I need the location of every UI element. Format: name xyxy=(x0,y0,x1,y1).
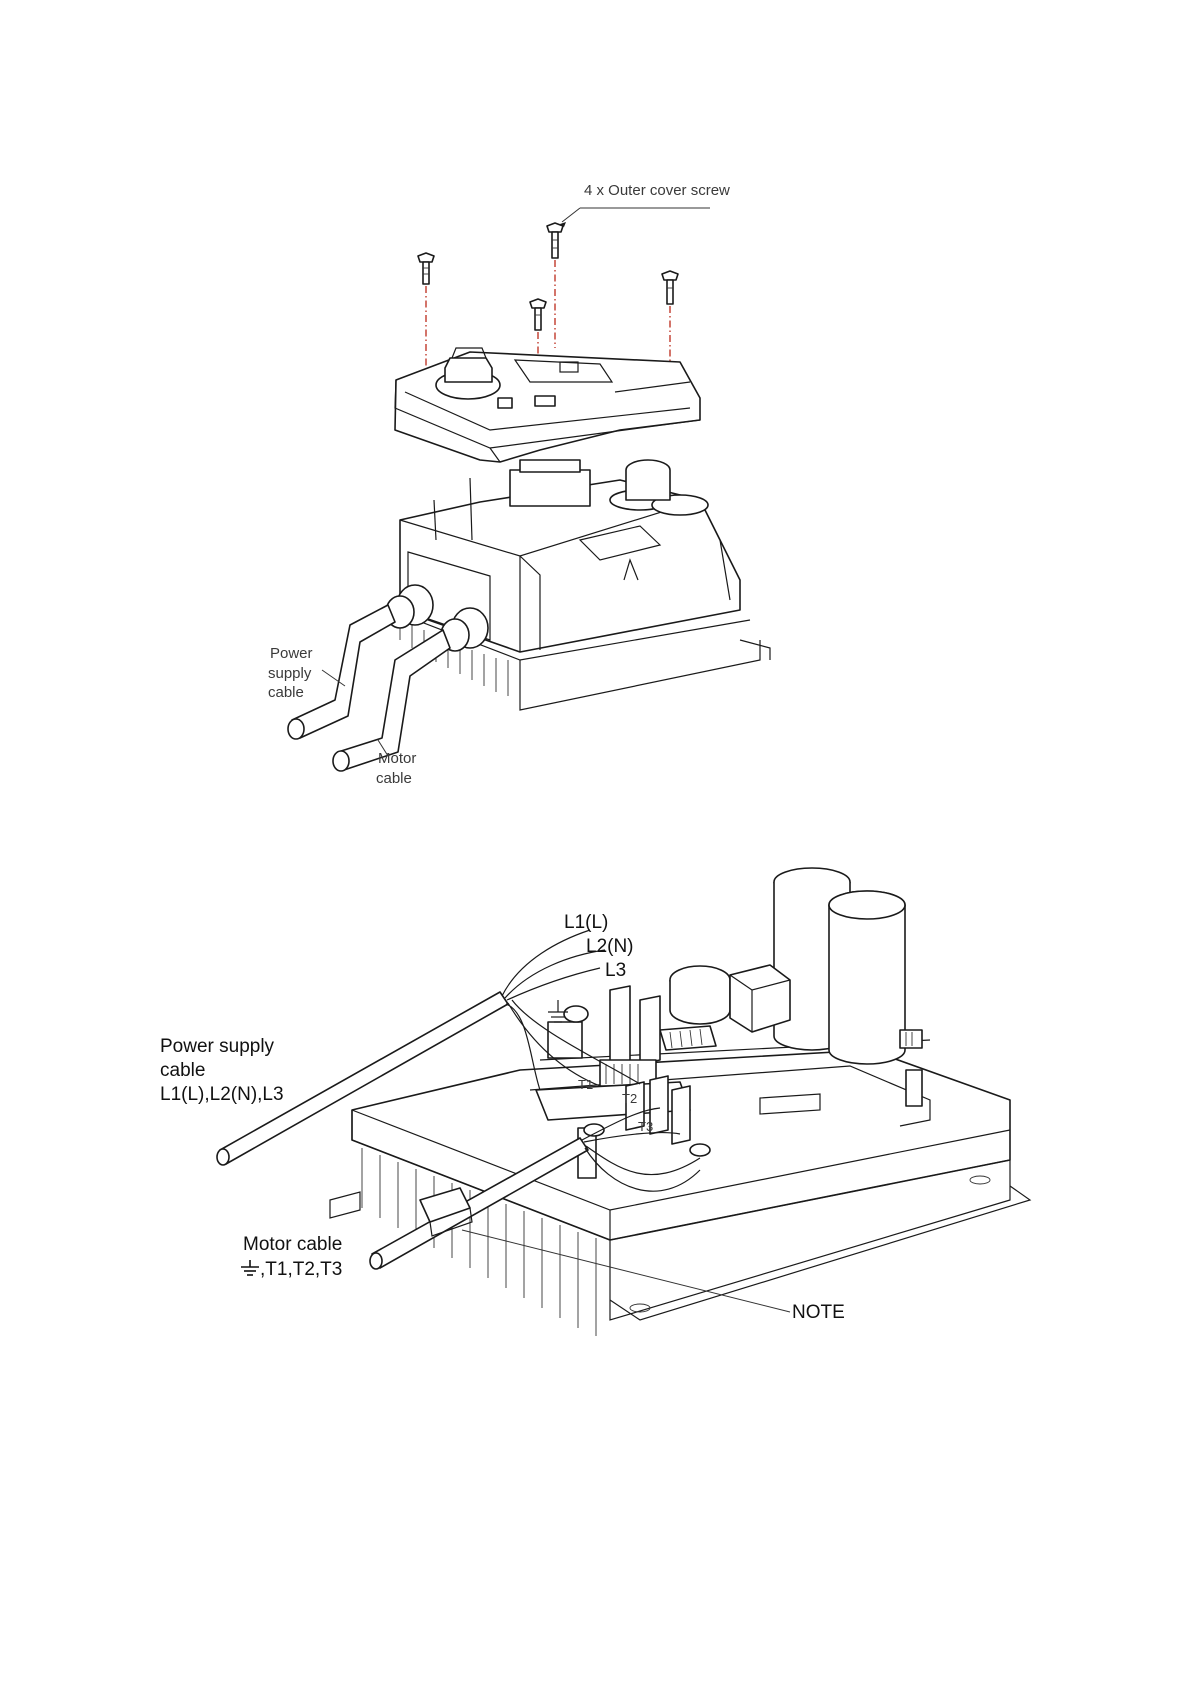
l2-terminal-label: L2(N) xyxy=(586,936,634,958)
power-supply-cable-terminals: L1(L),L2(N),L3 xyxy=(160,1084,284,1106)
t1-terminal-label: T1 xyxy=(578,1078,593,1093)
motor-cable-terminal-list: ,T1,T2,T3 xyxy=(260,1259,342,1280)
power-supply-cable-title-line2: cable xyxy=(160,1060,205,1082)
power-supply-cable-title-line1: Power supply xyxy=(160,1036,274,1058)
t3-terminal-label: T3 xyxy=(638,1120,653,1135)
ground-symbol-icon xyxy=(240,1258,260,1278)
l1-terminal-label: L1(L) xyxy=(564,912,608,934)
motor-cable-terminals: ,T1,T2,T3 xyxy=(240,1258,342,1281)
note-label: NOTE xyxy=(792,1302,845,1324)
l3-terminal-label: L3 xyxy=(605,960,626,982)
motor-cable-title: Motor cable xyxy=(243,1234,342,1256)
t2-terminal-label: T2 xyxy=(622,1092,637,1107)
